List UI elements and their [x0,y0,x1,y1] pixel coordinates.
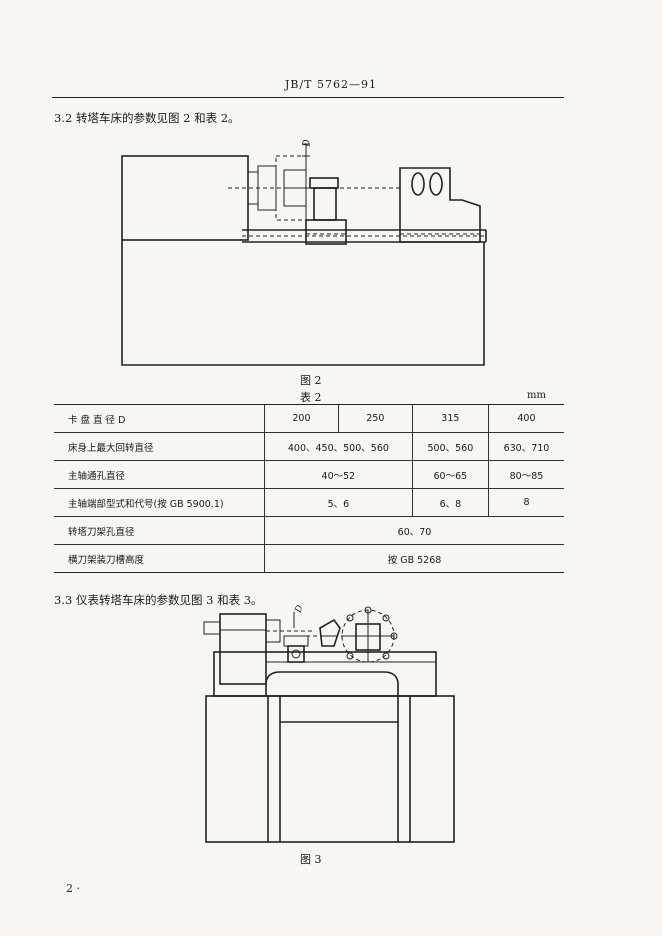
table-row-label: 床身上最大回转直径 [54,432,265,461]
table-header-cell: 400 [487,404,564,433]
section-3-2-text: 3.2 转塔车床的参数见图 2 和表 2。 [54,111,240,125]
header-rule [52,97,564,98]
figure-2-drawing [121,143,487,366]
fig2-headstock [121,155,249,241]
fig3-cabinet [205,695,455,843]
table-cell: 40～52 [264,460,413,489]
figure-3-caption: 图 3 [300,853,322,866]
fig3-headstock [219,613,267,685]
table-row-label: 主轴通孔直径 [54,460,265,489]
table-row-label: 横刀架装刀槽高度 [54,544,265,573]
table-cell: 60～65 [411,460,489,489]
figure-3-drawing [203,606,455,843]
table-row: 横刀架装刀槽高度 按 GB 5268 [54,544,564,573]
document-code: JB/T 5762—91 [284,78,378,91]
table-2: 卡 盘 直 径 D 200 250 315 400 床身上最大回转直径 400、… [54,404,564,573]
fig2-bed [121,240,485,366]
table-cell: 80～85 [487,460,564,489]
table-cell: 630、710 [487,432,564,461]
table-row-label: 主轴端部型式和代号(按 GB 5900.1) [54,488,265,517]
table-row: 卡 盘 直 径 D 200 250 315 400 [54,404,564,433]
section-3-3-text: 3.3 仪表转塔车床的参数见图 3 和表 3。 [54,593,263,607]
figure-2-caption: 图 2 [300,374,322,387]
fig2-dimension-label: D [302,139,313,147]
table-cell: 5、6 [264,488,413,517]
page-number: 2 · [66,882,80,895]
table-cell: 6、8 [411,488,489,517]
table-header-cell: 315 [411,404,489,433]
table-header-label: 卡 盘 直 径 D [54,404,265,433]
table-cell: 400、450、500、560 [264,432,413,461]
table-cell: 500、560 [411,432,489,461]
table-2-unit: mm [527,390,546,401]
table-2-caption: 表 2 [300,391,322,404]
table-row-label: 转塔刀架孔直径 [54,516,265,545]
table-row: 转塔刀架孔直径 60、70 [54,516,564,545]
table-cell: 按 GB 5268 [264,544,564,573]
table-row: 主轴通孔直径 40～52 60～65 80～85 [54,460,564,489]
table-header-cell: 250 [337,404,413,433]
table-row: 床身上最大回转直径 400、450、500、560 500、560 630、71… [54,432,564,461]
table-cell: 60、70 [264,516,564,545]
fig2-turret [399,167,481,243]
table-cell: 8 [487,488,564,517]
table-row: 主轴端部型式和代号(按 GB 5900.1) 5、6 6、8 8 [54,488,564,517]
table-header-cell: 200 [264,404,339,433]
